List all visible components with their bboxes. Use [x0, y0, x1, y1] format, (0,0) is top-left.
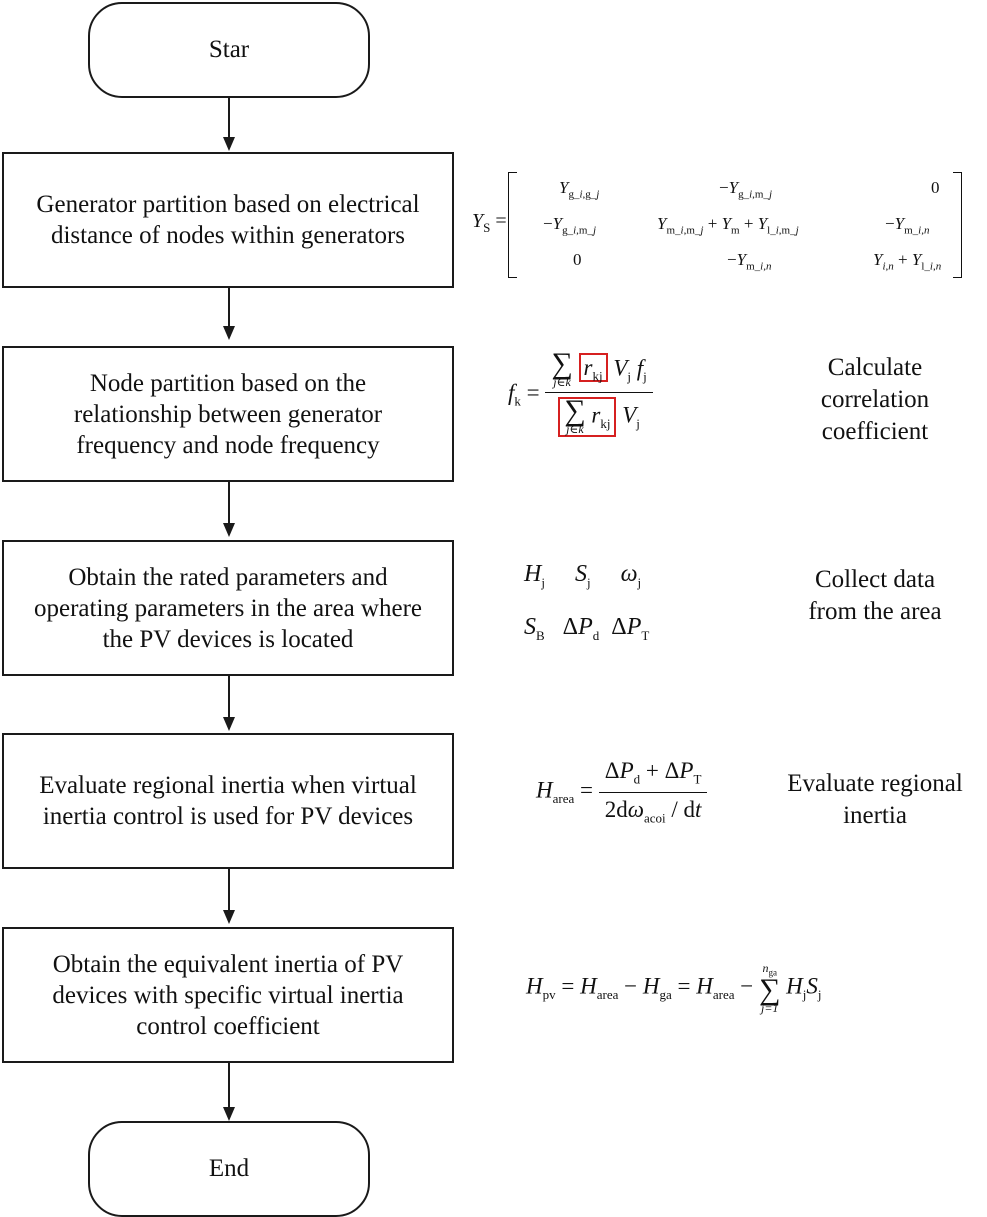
end-label: End	[208, 1155, 250, 1182]
pv-inertia-equation: Hpv = Harea − Hga = Harea − nga∑j=1 HjSj	[526, 961, 822, 1016]
arrow-line-6	[228, 1062, 230, 1108]
ys-label: YS =	[472, 210, 507, 235]
step-3-note: Collect data from the area	[808, 566, 942, 625]
step-box-3: Obtain the rated parameters and operatin…	[2, 540, 454, 676]
regional-inertia-equation: Harea = ΔPd + ΔPT 2dωacoi / dt	[536, 758, 708, 826]
step-4-text: Evaluate regional inertia when virtual i…	[39, 772, 417, 830]
step-box-5: Obtain the equivalent inertia of PV devi…	[2, 927, 454, 1063]
arrow-line-4	[228, 675, 230, 718]
arrow-head-3	[223, 523, 235, 537]
parameters-list: Hj Sj ωj SB ΔPd ΔPT	[524, 561, 650, 643]
step-box-4: Evaluate regional inertia when virtual i…	[2, 733, 454, 869]
start-label: Star	[208, 36, 250, 63]
arrow-line-2	[228, 287, 230, 327]
arrow-head-4	[223, 717, 235, 731]
step-2-text: Node partition based on the relationship…	[73, 369, 383, 459]
step-4-note: Evaluate regional inertia	[787, 770, 963, 829]
arrow-line-1	[228, 98, 230, 138]
step-box-2: Node partition based on the relationship…	[2, 346, 454, 482]
start-terminal: Star	[88, 2, 370, 98]
step-5-text: Obtain the equivalent inertia of PV devi…	[52, 950, 404, 1040]
arrow-line-5	[228, 868, 230, 911]
step-1-text: Generator partition based on electrical …	[36, 191, 420, 249]
step-2-note: Calculate correlation coefficient	[820, 354, 930, 445]
step-box-1: Generator partition based on electrical …	[2, 152, 454, 288]
admittance-matrix: Yg_i,g_j −Yg_i,m_j 0 −Yg_i,m_j Ym_i,m_j …	[508, 172, 962, 278]
end-terminal: End	[88, 1121, 370, 1217]
arrow-line-3	[228, 481, 230, 524]
arrow-head-1	[223, 137, 235, 151]
arrow-head-2	[223, 326, 235, 340]
arrow-head-5	[223, 910, 235, 924]
correlation-equation: fk = ∑j∈k rkj Vj fj ∑j∈k rkj Vj	[508, 349, 653, 437]
step-3-text: Obtain the rated parameters and operatin…	[34, 563, 422, 653]
arrow-head-6	[223, 1107, 235, 1121]
